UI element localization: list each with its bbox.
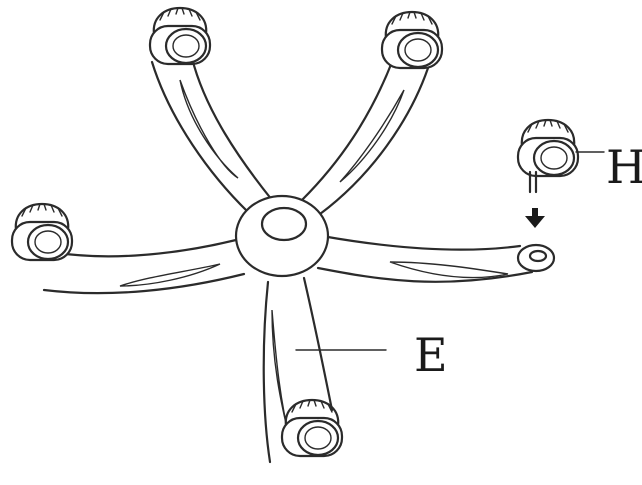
caster-detached — [518, 120, 578, 192]
caster-upper-right — [382, 12, 442, 68]
leg-upper-left — [152, 58, 272, 212]
label-leg: E — [414, 332, 448, 378]
caster-left — [12, 204, 72, 260]
arrow-down-icon — [525, 208, 545, 228]
leg-right — [318, 236, 554, 282]
caster-upper-left — [150, 8, 210, 64]
caster-bottom — [282, 400, 342, 456]
label-caster: H — [606, 144, 642, 190]
hub — [236, 196, 328, 276]
leg-upper-right — [302, 62, 428, 214]
